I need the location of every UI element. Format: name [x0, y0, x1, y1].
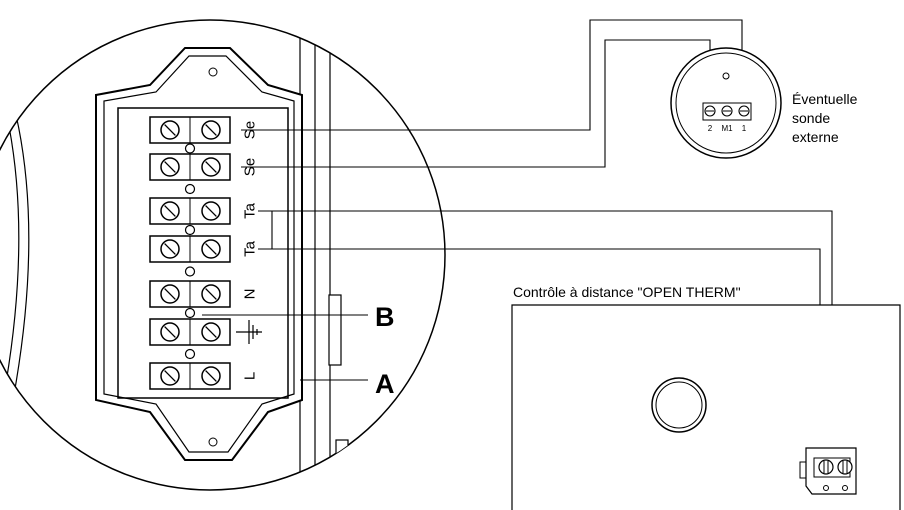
screw-icon	[160, 239, 180, 259]
terminal-hole	[184, 307, 196, 319]
ta-jumper	[258, 210, 273, 250]
terminal-label-n: N	[242, 289, 259, 300]
sensor-caption-line-2: sonde	[792, 110, 830, 126]
screw-icon	[160, 201, 180, 221]
remote-title: Contrôle à distance "OPEN THERM"	[513, 284, 741, 300]
terminal-row: L	[149, 362, 259, 390]
screw-icon	[160, 120, 180, 140]
screw-icon	[160, 284, 180, 304]
wire-se-1	[241, 19, 743, 131]
mounting-hole-bottom	[208, 437, 218, 447]
screw-icon	[704, 105, 716, 117]
terminal-row: Ta	[149, 235, 259, 263]
earth-symbol-icon	[236, 320, 262, 344]
sensor-pin-1: 1	[742, 124, 747, 133]
terminal-row	[149, 318, 262, 346]
terminal-row: Ta	[149, 197, 259, 225]
mounting-hole-top	[208, 67, 218, 77]
sensor-pin-2: 2	[708, 124, 713, 133]
callout-label-b: B	[375, 302, 395, 332]
terminal-label-ta: Ta	[242, 240, 259, 257]
terminal-hole	[184, 143, 196, 154]
remote-dial	[651, 377, 707, 433]
terminal-hole	[184, 266, 196, 277]
screw-icon	[201, 157, 221, 177]
remote-control	[511, 304, 901, 510]
sensor-caption-line-3: externe	[792, 129, 839, 145]
screw-icon	[721, 105, 733, 117]
sensor-caption-line-1: Éventuelle	[792, 91, 858, 107]
terminal-label-ta: Ta	[242, 202, 259, 219]
screw-icon	[160, 322, 180, 342]
screw-icon	[201, 322, 221, 342]
terminal-hole	[184, 224, 196, 236]
screw-icon	[201, 284, 221, 304]
screw-icon	[818, 459, 834, 475]
sensor-pin-m1: M1	[721, 124, 733, 133]
screw-icon	[201, 120, 221, 140]
terminal-hole	[184, 183, 196, 195]
remote-terminal-block	[799, 447, 857, 495]
callout-label-a: A	[375, 369, 395, 399]
external-sensor: 2 M1 1	[670, 47, 782, 159]
screw-icon	[160, 157, 180, 177]
terminal-label-l: L	[242, 372, 259, 380]
terminal-hole	[184, 348, 196, 360]
screw-icon	[201, 366, 221, 386]
screw-icon	[160, 366, 180, 386]
screw-icon	[201, 239, 221, 259]
screw-icon	[201, 201, 221, 221]
terminal-row: Se	[149, 153, 259, 181]
terminal-row: N	[149, 280, 259, 308]
screw-icon	[738, 105, 750, 117]
screw-icon	[837, 459, 853, 475]
